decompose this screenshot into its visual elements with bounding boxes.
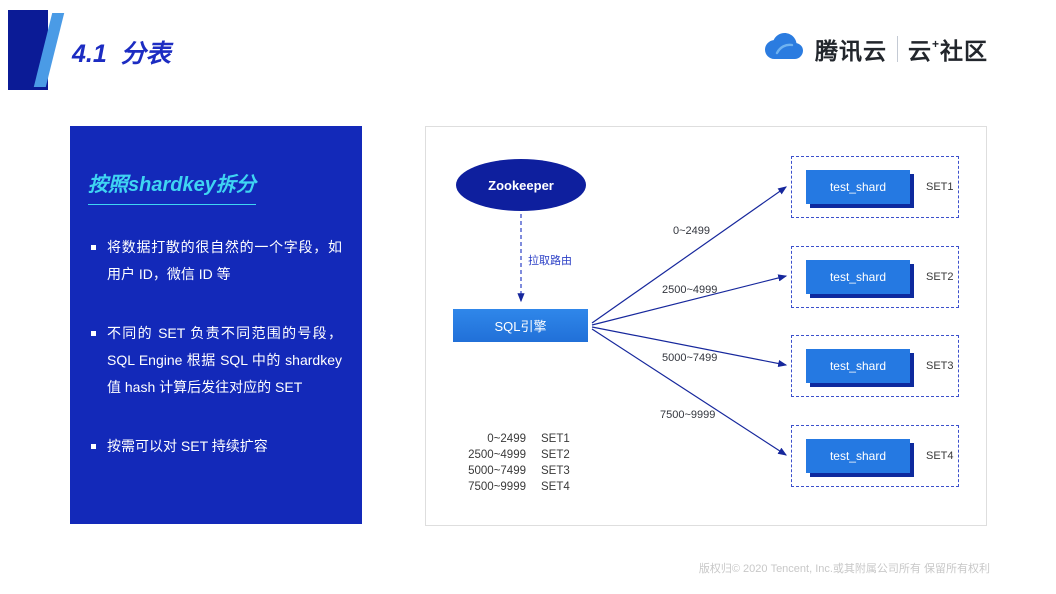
bullet-marker-icon <box>91 444 96 449</box>
panel-heading: 按照shardkey拆分 <box>88 168 256 205</box>
community-suffix: 社区 <box>940 37 988 64</box>
legend-row: 7500~9999 SET4 <box>454 479 570 495</box>
shard-node: test_shard <box>806 349 910 383</box>
bullet-marker-icon <box>91 245 96 250</box>
legend-range: 5000~7499 <box>468 465 526 477</box>
bullet-item: 不同的 SET 负责不同范围的号段，SQL Engine 根据 SQL 中的 s… <box>90 320 342 401</box>
shard-node: test_shard <box>806 439 910 473</box>
shard-box-set4: test_shard SET4 <box>791 425 959 487</box>
bullet-text: 不同的 SET 负责不同范围的号段，SQL Engine 根据 SQL 中的 s… <box>107 325 342 395</box>
legend-set: SET1 <box>541 433 570 445</box>
range-label-set4: 7500~9999 <box>660 409 716 421</box>
community-name: 云+社区 <box>908 32 988 66</box>
legend-row: 5000~7499 SET3 <box>454 463 570 479</box>
range-label-set3: 5000~7499 <box>662 352 718 364</box>
bullet-item: 按需可以对 SET 持续扩容 <box>90 433 342 460</box>
sql-engine-node: SQL引擎 <box>453 309 588 342</box>
shard-node: test_shard <box>806 170 910 204</box>
set-label: SET1 <box>926 181 954 193</box>
set-label: SET3 <box>926 360 954 372</box>
shard-box-set1: test_shard SET1 <box>791 156 959 218</box>
key-points-panel: 按照shardkey拆分 将数据打散的很自然的一个字段，如用户 ID，微信 ID… <box>70 126 362 524</box>
connector-line-set2 <box>591 274 788 326</box>
shard-box-set3: test_shard SET3 <box>791 335 959 397</box>
community-plus: + <box>931 36 940 51</box>
route-label: 拉取路由 <box>528 255 572 267</box>
page-title: 4.1 分表 <box>72 34 171 70</box>
bullet-list: 将数据打散的很自然的一个字段，如用户 ID，微信 ID 等 不同的 SET 负责… <box>90 234 342 492</box>
connector-line-set3 <box>591 326 788 368</box>
bullet-text: 按需可以对 SET 持续扩容 <box>107 438 268 454</box>
bullet-text: 将数据打散的很自然的一个字段，如用户 ID，微信 ID 等 <box>107 239 342 282</box>
legend-row: 0~2499 SET1 <box>454 431 570 447</box>
connector-arrows <box>517 186 788 456</box>
legend-range: 0~2499 <box>487 433 526 445</box>
page-title-number: 4.1 <box>72 40 107 68</box>
copyright-text: 版权归© 2020 Tencent, Inc.或其附属公司所有 保留所有权利 <box>698 563 990 575</box>
legend-set: SET3 <box>541 465 570 477</box>
shard-box-set2: test_shard SET2 <box>791 246 959 308</box>
connector-line-set4 <box>591 328 788 456</box>
bullet-marker-icon <box>91 331 96 336</box>
sharding-diagram-panel: Zookeeper 拉取路由 SQL引擎 test_shard SET1 tes… <box>425 126 987 526</box>
legend-range: 2500~4999 <box>468 449 526 461</box>
range-label-set2: 2500~4999 <box>662 284 718 296</box>
brand-logo: 腾讯云 云+社区 <box>763 30 988 67</box>
logo-divider <box>896 35 898 62</box>
legend-set: SET4 <box>541 481 570 493</box>
connector-line-set1 <box>591 186 787 324</box>
page-title-text: 分表 <box>120 40 171 68</box>
zookeeper-node: Zookeeper <box>456 159 586 211</box>
legend-row: 2500~4999 SET2 <box>454 447 570 463</box>
legend-range: 7500~9999 <box>468 481 526 493</box>
set-label: SET2 <box>926 271 954 283</box>
brand-name: 腾讯云 <box>814 37 887 64</box>
shard-node: test_shard <box>806 260 910 294</box>
set-label: SET4 <box>926 450 954 462</box>
community-prefix: 云 <box>907 37 932 64</box>
range-legend: 0~2499 SET1 2500~4999 SET2 5000~7499 SET… <box>454 431 570 495</box>
legend-set: SET2 <box>541 449 570 461</box>
bullet-item: 将数据打散的很自然的一个字段，如用户 ID，微信 ID 等 <box>90 234 342 288</box>
cloud-icon <box>763 30 805 67</box>
range-label-set1: 0~2499 <box>673 225 711 237</box>
